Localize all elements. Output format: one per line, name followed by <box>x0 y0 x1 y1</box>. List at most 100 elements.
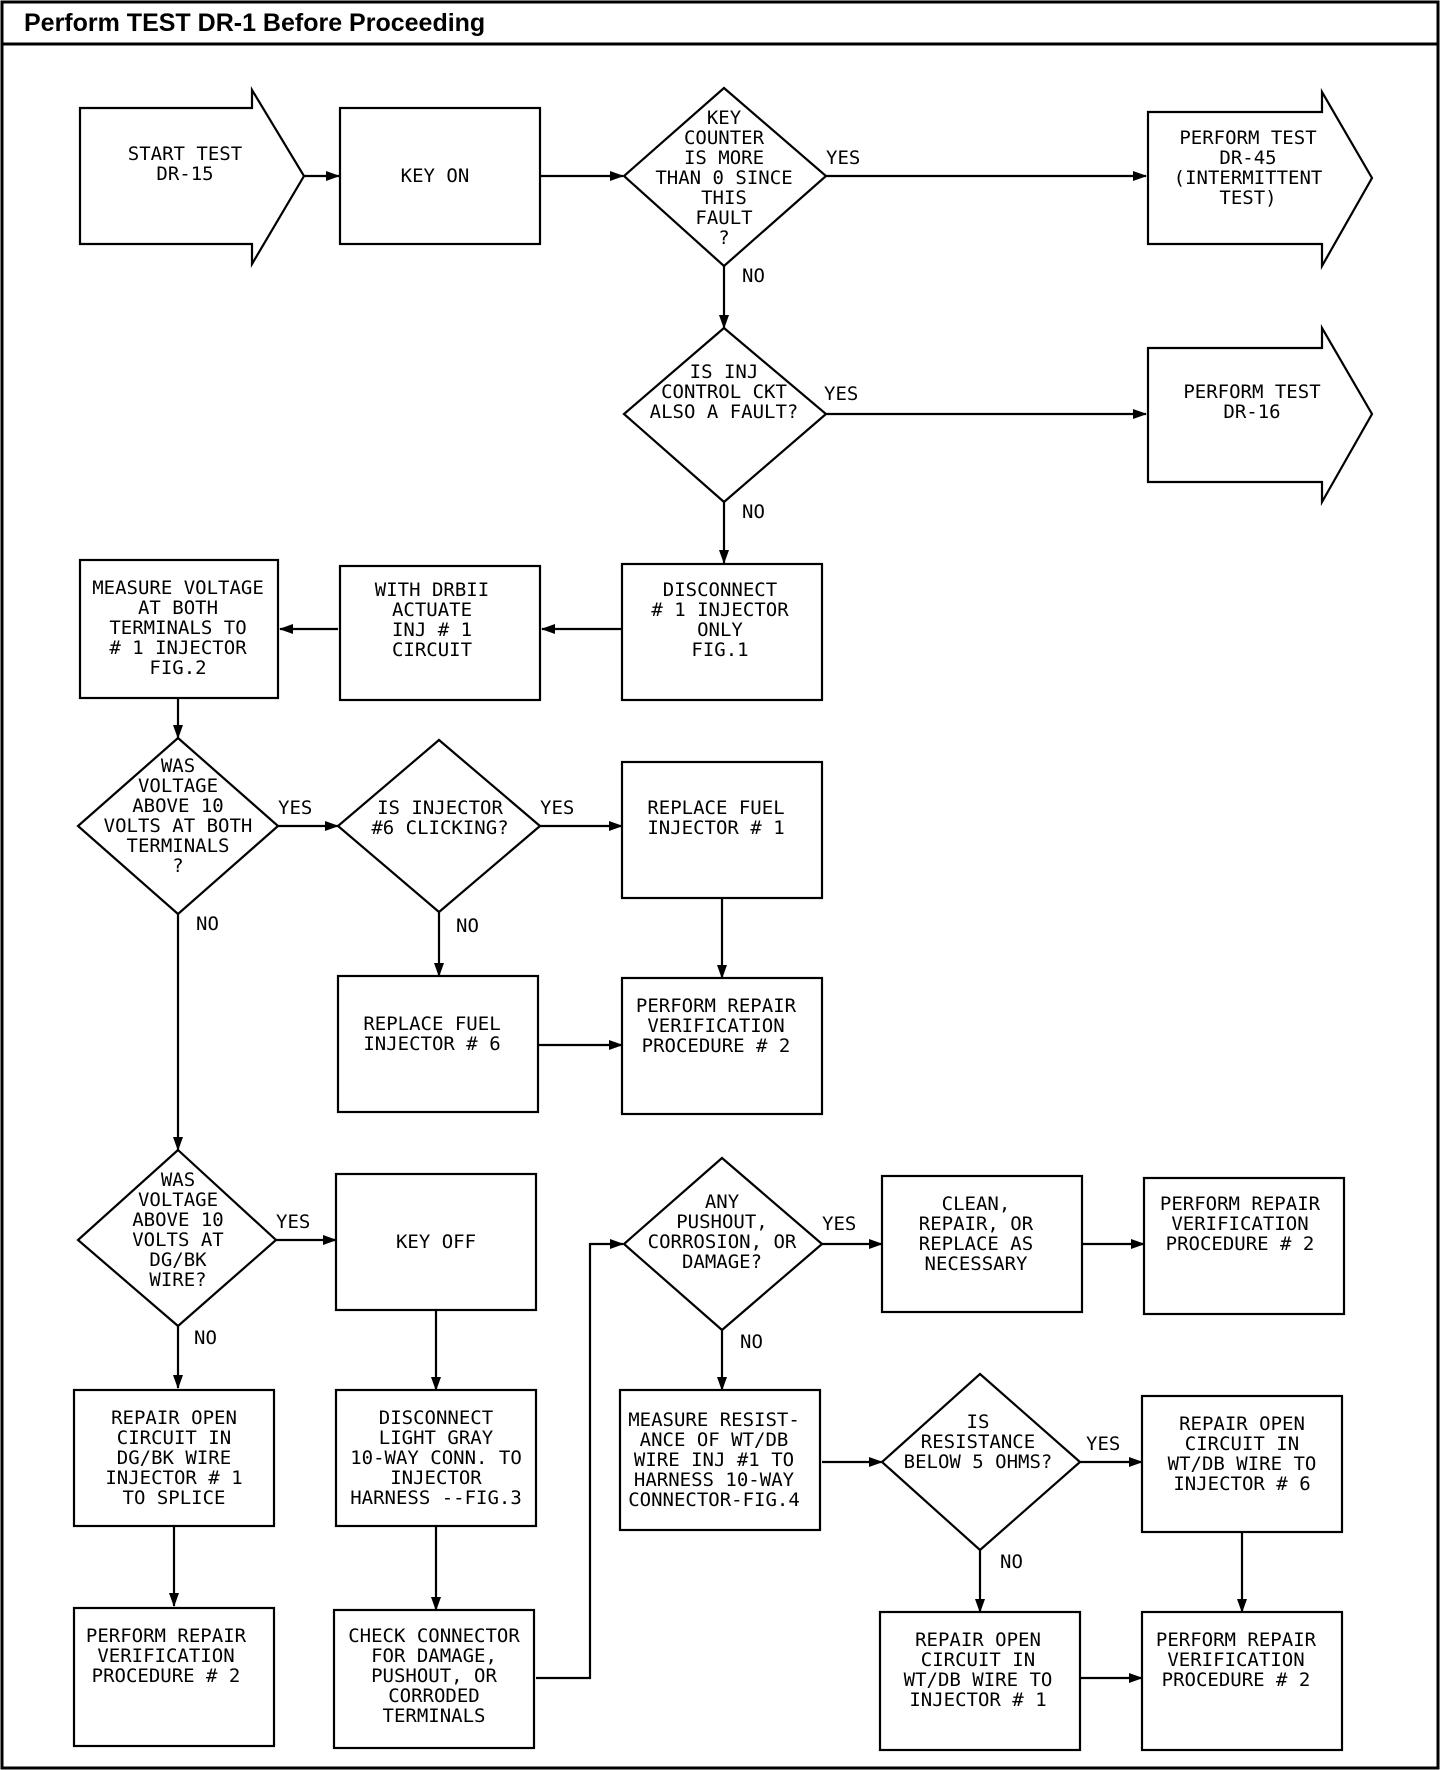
node-line: PERFORM REPAIR <box>86 1625 247 1647</box>
node-line: DAMAGE? <box>682 1251 762 1273</box>
node-line: PUSHOUT, <box>676 1211 768 1233</box>
node-line: ? <box>718 227 729 249</box>
verify-a-box-shape <box>620 976 824 1116</box>
node-line: PUSHOUT, OR <box>371 1665 497 1687</box>
node-line: RESISTANCE <box>921 1431 1035 1453</box>
node-line: DG/BK <box>149 1249 207 1271</box>
key-off-box-shape <box>334 1172 538 1312</box>
measure-res-box-shape <box>618 1388 822 1532</box>
repair-wtdb1-box-shape <box>878 1610 1082 1752</box>
replace-inj1-box-shape <box>620 760 824 900</box>
node-line: CORRODED <box>388 1685 480 1707</box>
node-line: START TEST <box>128 143 242 165</box>
connectors <box>169 171 1247 1683</box>
node-line: REPLACE FUEL <box>647 797 784 819</box>
node-line: VERIFICATION <box>97 1645 234 1667</box>
node-line: VERIFICATION <box>1167 1649 1304 1671</box>
branch-labels: YES NO YES NO YES YES NO NO YES YES NO N… <box>194 147 1120 1573</box>
no-label-pushout: NO <box>740 1331 763 1353</box>
drbii-box-shape <box>338 564 542 702</box>
node-line: FOR DAMAGE, <box>371 1645 497 1667</box>
node-line: WAS <box>161 755 195 777</box>
node-line: VOLTAGE <box>138 1189 218 1211</box>
yes-label-inj-ctrl: YES <box>824 383 858 405</box>
node-line: IS INJECTOR <box>377 797 503 819</box>
node-line: TERMINALS TO <box>109 617 246 639</box>
node-line: FIG.1 <box>691 639 748 661</box>
node-line: REPAIR OPEN <box>111 1407 237 1429</box>
node-line: INJECTOR # 1 <box>647 817 784 839</box>
node-line: # 1 INJECTOR <box>109 637 247 659</box>
node-line: BELOW 5 OHMS? <box>904 1451 1053 1473</box>
node-line: DR-15 <box>156 163 213 185</box>
node-line: PERFORM TEST <box>1179 127 1316 149</box>
node-key-on: KEY ON <box>401 165 470 187</box>
node-line: THIS <box>701 187 747 209</box>
replace-inj6-box-shape <box>336 974 540 1114</box>
node-line: DR-16 <box>1223 401 1280 423</box>
node-line: ALSO A FAULT? <box>650 401 799 423</box>
node-line: WAS <box>161 1169 195 1191</box>
node-line: KEY ON <box>401 165 470 187</box>
node-line: COUNTER <box>684 127 765 149</box>
node-line: REPLACE AS <box>919 1233 1033 1255</box>
was-voltage-both-diamond-shape <box>76 736 280 916</box>
shapes <box>72 86 1374 1752</box>
node-line: CLEAN, <box>942 1193 1011 1215</box>
node-line: HARNESS 10-WAY <box>634 1469 795 1491</box>
node-line: INJECTOR # 6 <box>1173 1473 1310 1495</box>
node-line: IS INJ <box>690 361 759 383</box>
node-line: CIRCUIT IN <box>117 1427 231 1449</box>
node-line: FAULT <box>695 207 752 229</box>
yes-label-pushout: YES <box>822 1213 856 1235</box>
dr45-arrow-shape <box>1146 87 1374 271</box>
node-line: DISCONNECT <box>379 1407 493 1429</box>
node-line: LIGHT GRAY <box>379 1427 494 1449</box>
node-line: INJECTOR # 6 <box>363 1033 500 1055</box>
check-conn-box-shape <box>332 1608 536 1750</box>
node-line: MEASURE RESIST- <box>628 1409 800 1431</box>
node-key-off: KEY OFF <box>396 1231 476 1253</box>
node-line: IS MORE <box>684 147 764 169</box>
node-line: PROCEDURE # 2 <box>92 1665 241 1687</box>
verify-c-box-shape <box>72 1606 276 1748</box>
node-line: TERMINALS <box>383 1705 486 1727</box>
node-line: WT/DB WIRE TO <box>1168 1453 1317 1475</box>
node-line: ? <box>172 855 183 877</box>
node-line: WIRE INJ #1 TO <box>634 1449 794 1471</box>
node-line: CHECK CONNECTOR <box>348 1625 520 1647</box>
node-line: IS <box>967 1411 990 1433</box>
yes-label-was-voltage-dgbk: YES <box>276 1211 310 1233</box>
node-line: DR-45 <box>1219 147 1276 169</box>
node-line: FIG.2 <box>149 657 206 679</box>
yes-label-was-voltage-both: YES <box>278 797 312 819</box>
node-line: VOLTAGE <box>138 775 218 797</box>
no-label-key-counter: NO <box>742 265 765 287</box>
node-line: REPLACE FUEL <box>363 1013 500 1035</box>
page-title: Perform TEST DR-1 Before Proceeding <box>24 9 485 37</box>
node-line: NECESSARY <box>925 1253 1029 1275</box>
no-label-was-voltage-both: NO <box>196 913 219 935</box>
disconnect1-box-shape <box>620 562 824 702</box>
yes-label-key-counter: YES <box>826 147 860 169</box>
node-line: DISCONNECT <box>663 579 777 601</box>
inj6-click-diamond-shape <box>336 738 542 914</box>
node-line: ABOVE 10 <box>132 1209 224 1231</box>
node-line: CORROSION, OR <box>648 1231 797 1253</box>
node-line: PROCEDURE # 2 <box>1162 1669 1311 1691</box>
no-label-resistance: NO <box>1000 1551 1023 1573</box>
